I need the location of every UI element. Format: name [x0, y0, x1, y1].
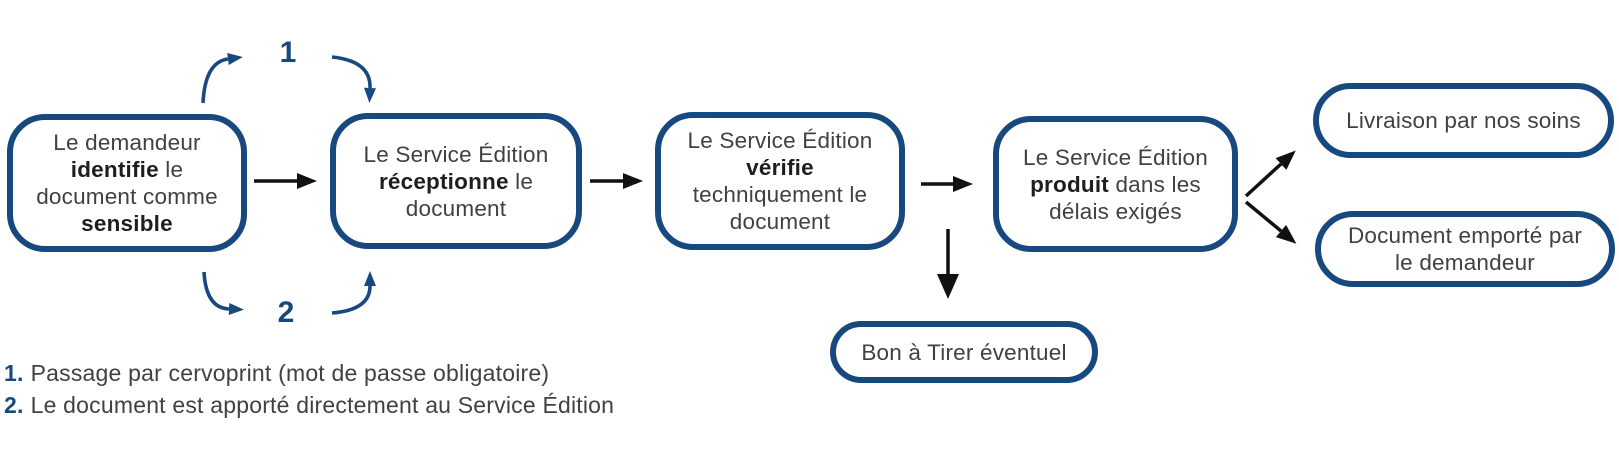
footnote-1: 1.Passage par cervoprint (mot de passe o…: [4, 358, 614, 390]
curve-loop1-in: [331, 55, 376, 103]
loop-label-2: 2: [277, 296, 295, 329]
arrow-produce-to-pickup: [1244, 200, 1297, 244]
curve-loop2-out: [202, 271, 244, 315]
curve-loop1-out: [201, 53, 243, 104]
footnote-1-text: Passage par cervoprint (mot de passe obl…: [30, 360, 550, 386]
footnotes: 1.Passage par cervoprint (mot de passe o…: [4, 358, 614, 421]
node-delivery-label: Livraison par nos soins: [1346, 108, 1581, 133]
curve-loop2-in: [331, 271, 376, 315]
node-proof: Bon à Tirer éventuel: [830, 321, 1098, 383]
footnote-2-text: Le document est apporté directement au S…: [30, 391, 615, 418]
arrow-produce-to-delivery: [1244, 150, 1296, 198]
node-delivery: Livraison par nos soins: [1313, 83, 1614, 158]
footnote-1-number: 1.: [4, 360, 24, 386]
node-proof-label: Bon à Tirer éventuel: [861, 339, 1067, 365]
footnote-2-number: 2.: [4, 391, 24, 418]
loop-label-1: 1: [279, 36, 297, 69]
footnote-2: 2.Le document est apporté directement au…: [4, 390, 614, 422]
